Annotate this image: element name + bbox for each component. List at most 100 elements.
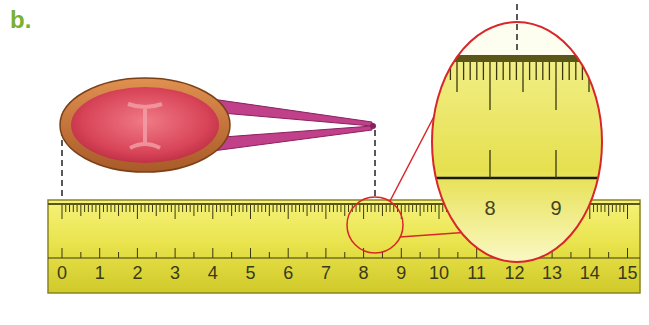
tick-mark (193, 205, 194, 216)
tick-mark (156, 252, 157, 258)
tick-mark (307, 252, 308, 258)
scale-number: 1 (95, 264, 105, 282)
tick-mark (374, 205, 375, 212)
tick-mark (182, 205, 183, 212)
tick-mark (439, 205, 440, 219)
tick-mark (503, 62, 504, 80)
tick-mark (509, 62, 510, 80)
tick-mark (412, 205, 413, 212)
tick-mark (430, 62, 431, 80)
scale-number: 10 (429, 264, 449, 282)
scale-number: 5 (245, 264, 255, 282)
tick-mark (597, 205, 598, 212)
tick-mark (133, 205, 134, 212)
tick-mark (114, 205, 115, 212)
tick-mark (627, 205, 628, 219)
tick-mark (295, 205, 296, 212)
tick-mark (99, 248, 100, 258)
tick-mark (483, 62, 484, 80)
tick-mark (227, 205, 228, 212)
tick-mark (420, 252, 421, 258)
tick-mark (536, 62, 537, 80)
scale-number: 4 (208, 264, 218, 282)
tick-mark (160, 205, 161, 212)
tick-mark (239, 205, 240, 212)
tick-mark (439, 248, 440, 258)
tick-mark (555, 62, 556, 110)
tick-mark (608, 252, 609, 258)
tick-mark (284, 205, 285, 212)
tick-mark (333, 205, 334, 212)
tick-mark (137, 205, 138, 219)
tick-mark (575, 62, 576, 80)
tick-mark (88, 205, 89, 212)
tick-mark (602, 62, 603, 80)
tick-mark (186, 205, 187, 212)
tick-mark (427, 205, 428, 212)
tick-mark (107, 205, 108, 212)
tick-mark (111, 205, 112, 212)
zoom-view (430, 15, 605, 265)
tick-mark (356, 205, 357, 212)
tick-mark (137, 248, 138, 258)
tick-mark (171, 205, 172, 212)
tick-mark (612, 205, 613, 212)
tick-mark (470, 62, 471, 80)
tick-mark (348, 205, 349, 212)
tick-mark (382, 252, 383, 258)
tick-mark (420, 205, 421, 216)
tick-mark (156, 205, 157, 216)
tick-mark (175, 248, 176, 258)
tick-mark (220, 205, 221, 212)
tick-mark (265, 205, 266, 212)
tick-mark (65, 205, 66, 212)
tick-mark (242, 205, 243, 212)
tick-mark (193, 252, 194, 258)
tick-mark (209, 205, 210, 212)
tick-mark (231, 205, 232, 216)
tick-mark (254, 205, 255, 212)
tick-mark (496, 62, 497, 80)
tick-mark (382, 205, 383, 216)
tick-mark (595, 62, 596, 80)
tick-mark (291, 205, 292, 212)
tick-mark (555, 150, 556, 178)
tick-mark (443, 62, 444, 80)
magnify-circle (347, 197, 403, 253)
tick-mark (62, 205, 63, 219)
tick-mark (201, 205, 202, 212)
tick-mark (216, 205, 217, 212)
tick-mark (250, 205, 251, 219)
scale-number: 2 (132, 264, 142, 282)
tick-mark (463, 62, 464, 80)
tick-mark (122, 205, 123, 212)
tick-mark (126, 205, 127, 212)
tick-mark (314, 205, 315, 212)
tick-mark (522, 62, 523, 92)
guide-line (61, 130, 63, 200)
scale-number: 12 (504, 264, 524, 282)
tick-mark (303, 205, 304, 212)
magnifier (432, 22, 602, 262)
tick-mark (141, 205, 142, 212)
tick-mark (129, 205, 130, 212)
tick-mark (92, 205, 93, 212)
tick-mark (359, 205, 360, 212)
tick-mark (516, 62, 517, 80)
tick-mark (178, 205, 179, 212)
seed (60, 78, 230, 172)
tick-mark (163, 205, 164, 212)
tick-mark (456, 62, 457, 92)
tick-mark (258, 205, 259, 212)
tick-mark (48, 258, 640, 259)
guide-line (374, 130, 376, 200)
tick-mark (231, 252, 232, 258)
tick-mark (235, 205, 236, 212)
tick-mark (570, 252, 571, 258)
tick-mark (280, 205, 281, 212)
tick-mark (549, 62, 550, 80)
tick-mark (416, 205, 417, 212)
tick-mark (340, 205, 341, 212)
tick-mark (608, 205, 609, 216)
tick-mark (489, 62, 490, 110)
